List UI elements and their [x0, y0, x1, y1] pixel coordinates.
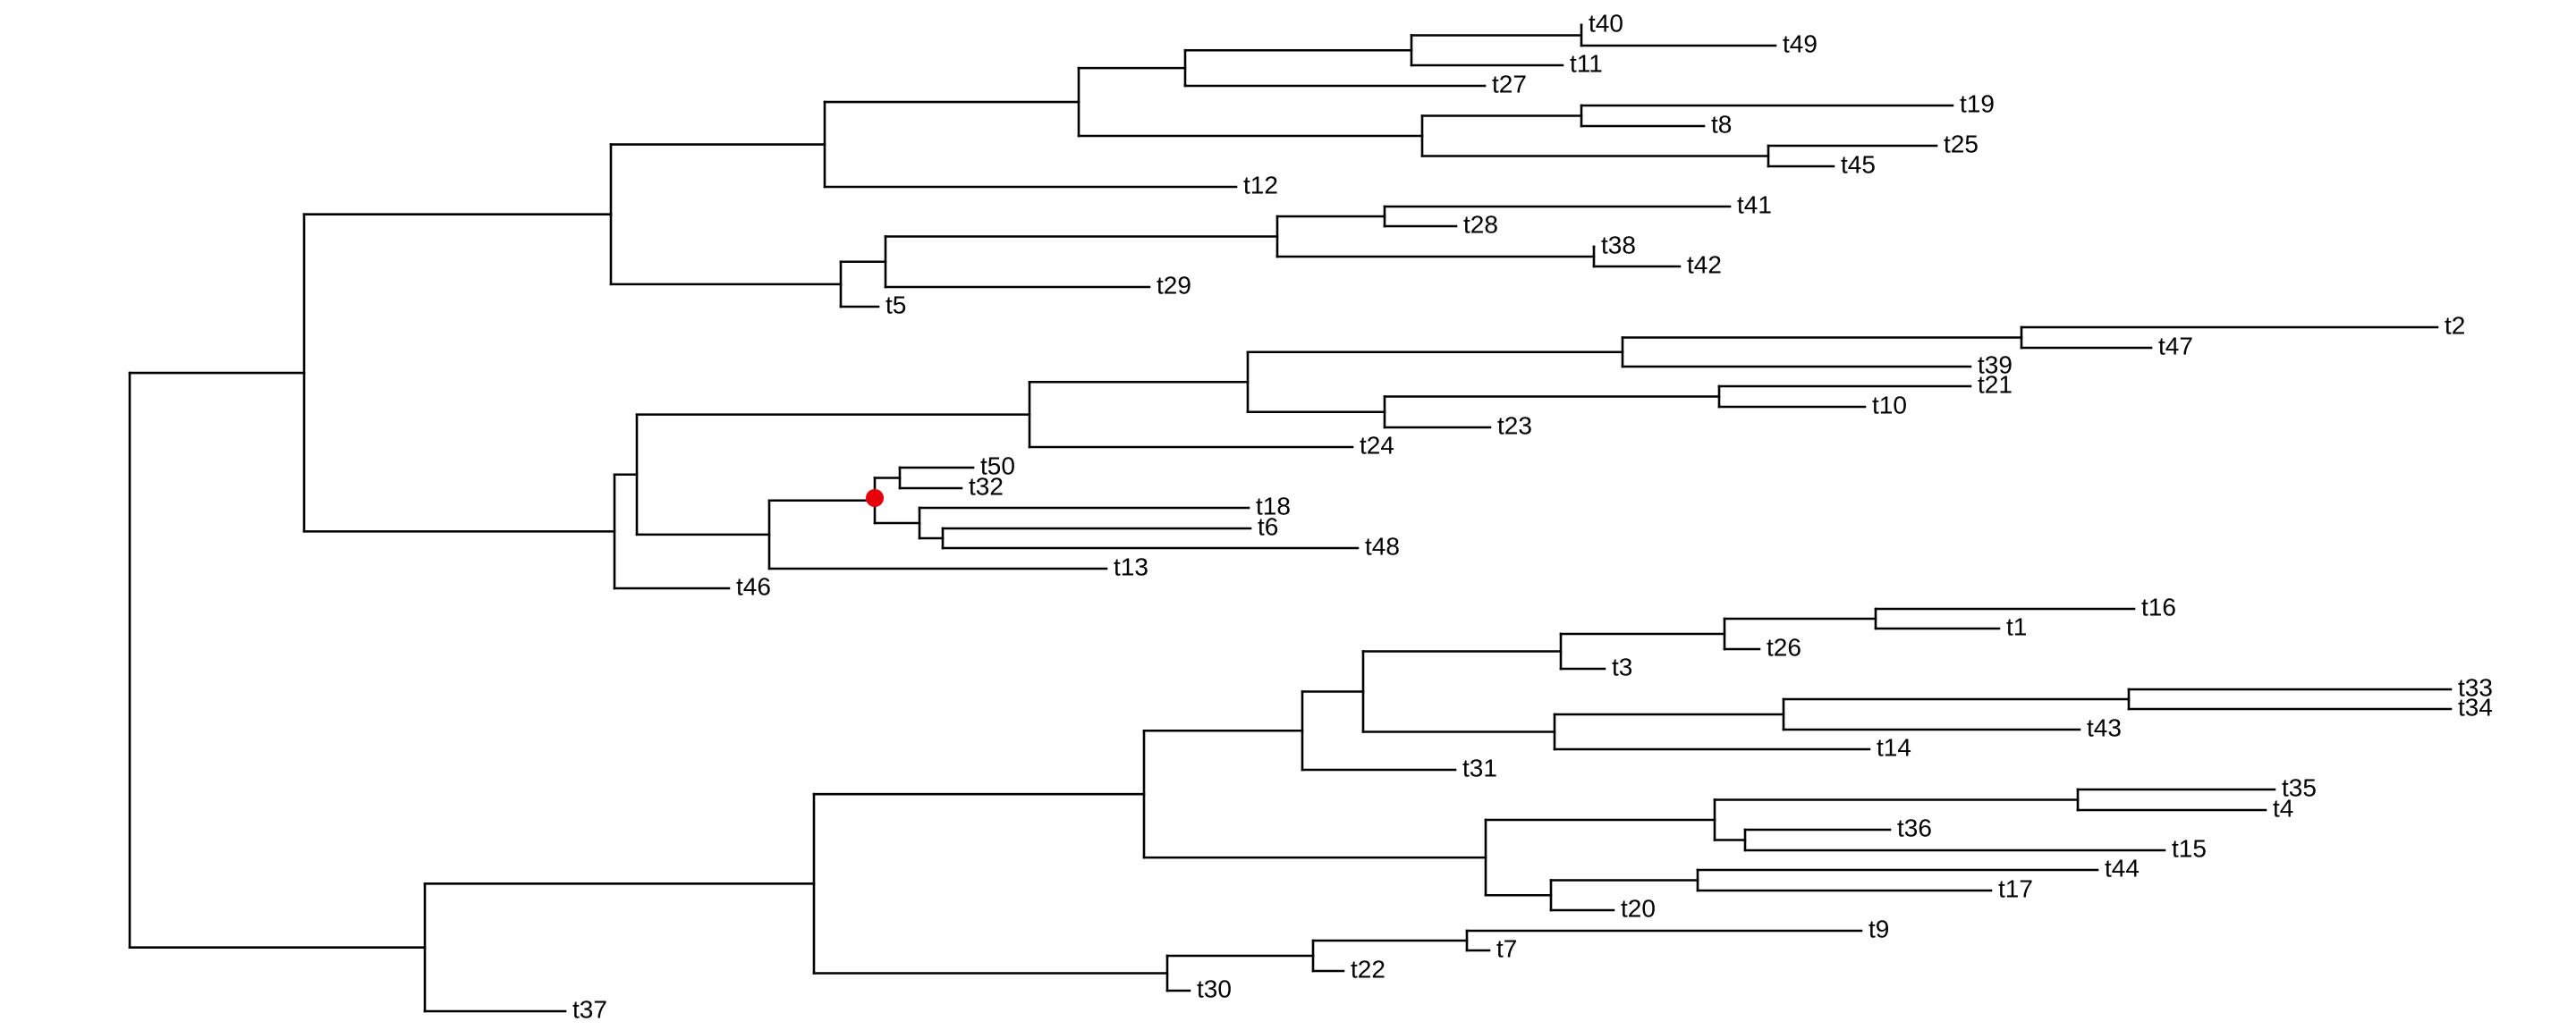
tip-label-t34: t34 [2458, 693, 2493, 721]
tip-label-t19: t19 [1960, 89, 1995, 117]
tip-label-t40: t40 [1589, 9, 1623, 37]
tip-label-t30: t30 [1197, 975, 1232, 1002]
tip-label-t20: t20 [1621, 894, 1656, 922]
tip-label-t2: t2 [2445, 311, 2465, 339]
tip-label-t26: t26 [1767, 633, 1801, 661]
tip-label-t11: t11 [1570, 49, 1603, 77]
tip-label-t21: t21 [1978, 370, 2012, 398]
tip-labels: t40 t49 t11 t27 t19 t8 t25 t45 t12 t41 t28 t38 t42 t2… [572, 9, 2493, 1023]
tip-label-t37: t37 [572, 995, 607, 1023]
tree-branches [128, 23, 2453, 1013]
tip-label-t15: t15 [2172, 834, 2207, 862]
tip-label-t49: t49 [1783, 30, 1818, 57]
tip-label-t39: t39 [1978, 350, 2012, 378]
tip-label-t9: t9 [1868, 915, 1889, 942]
tip-label-t46: t46 [736, 572, 771, 600]
tip-label-t36: t36 [1897, 814, 1932, 841]
tip-label-t1: t1 [2006, 612, 2027, 640]
tip-label-t44: t44 [2105, 854, 2140, 882]
tip-label-t25: t25 [1944, 130, 1979, 157]
tip-label-t43: t43 [2087, 713, 2122, 741]
tip-label-t42: t42 [1687, 250, 1722, 278]
tip-label-t18: t18 [1256, 492, 1291, 519]
tip-label-t48: t48 [1365, 532, 1400, 560]
tip-label-t35: t35 [2282, 773, 2317, 801]
tip-label-t28: t28 [1463, 210, 1498, 238]
tip-label-t4: t4 [2273, 794, 2293, 822]
tip-label-t17: t17 [1998, 874, 2033, 902]
tip-label-t7: t7 [1496, 934, 1517, 962]
tip-label-t32: t32 [969, 472, 1004, 500]
tip-label-t31: t31 [1462, 754, 1497, 781]
highlighted-node-marker [866, 489, 884, 507]
tip-label-t50: t50 [980, 452, 1015, 479]
tip-label-t3: t3 [1612, 653, 1632, 680]
tip-label-t8: t8 [1711, 110, 1732, 138]
tip-label-t6: t6 [1258, 512, 1278, 540]
tip-label-t13: t13 [1114, 553, 1148, 580]
tip-label-t29: t29 [1157, 271, 1191, 299]
tip-label-t38: t38 [1601, 231, 1636, 258]
tip-label-t27: t27 [1492, 70, 1527, 97]
tip-label-t47: t47 [2158, 332, 2193, 359]
tip-label-t41: t41 [1737, 190, 1772, 218]
tip-label-t45: t45 [1841, 150, 1876, 178]
tip-label-t16: t16 [2141, 593, 2176, 621]
tip-label-t22: t22 [1351, 955, 1385, 983]
tip-label-t12: t12 [1243, 171, 1278, 198]
node-markers [866, 489, 884, 507]
tip-label-t10: t10 [1872, 391, 1907, 418]
tip-label-t24: t24 [1360, 431, 1394, 459]
tip-label-t23: t23 [1497, 411, 1532, 439]
tip-label-t14: t14 [1877, 733, 1911, 761]
tip-label-t33: t33 [2458, 673, 2493, 701]
tip-label-t5: t5 [886, 291, 906, 318]
